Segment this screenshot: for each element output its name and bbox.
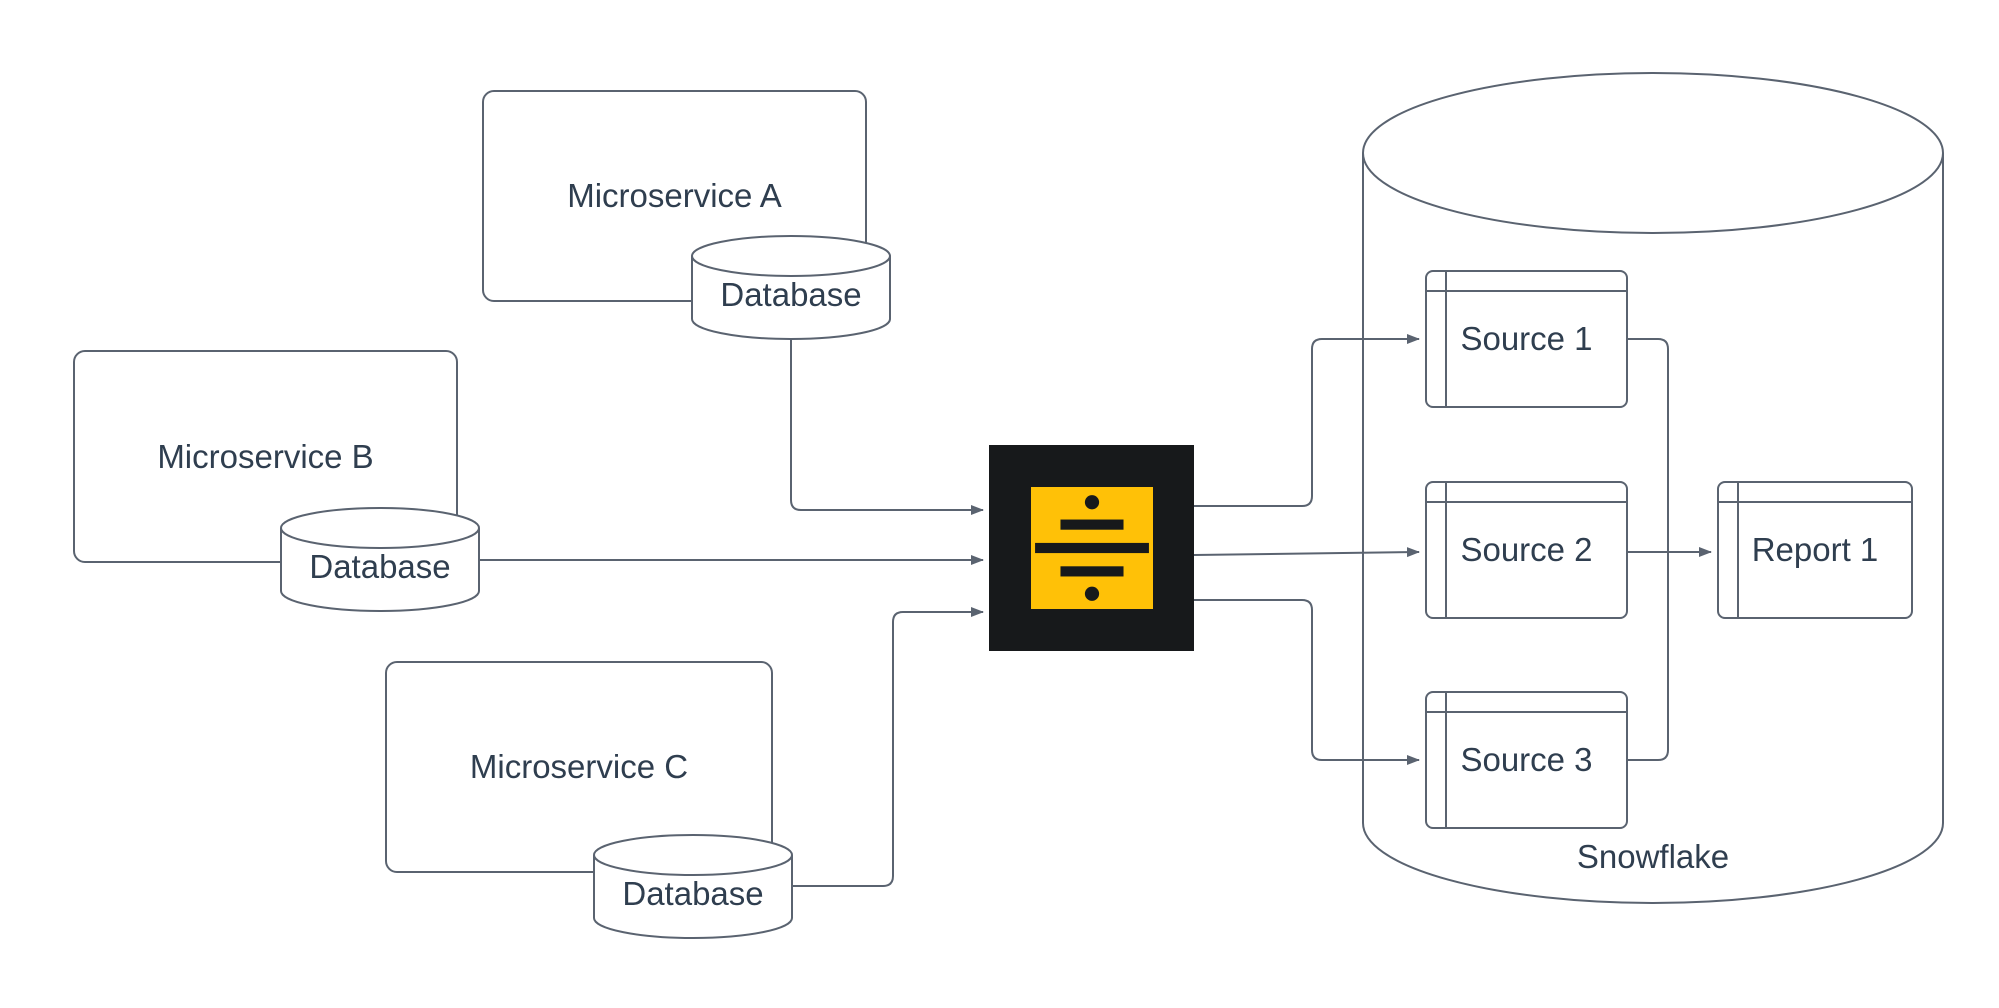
database-cylinder-shape [280,507,480,612]
internal-storage-left-line [1445,272,1447,406]
database-cylinder-shape [691,235,891,340]
node-microservice-a: Microservice A [482,90,867,302]
node-microservice-b: Microservice B [73,350,458,563]
node-label: Source 1 [1460,320,1593,357]
edge-etl-to-source-3 [1194,599,1420,765]
node-source-1: Source 1 [1425,270,1628,408]
edge-source-1-junction [1628,338,1669,552]
snowflake-label: Snowflake [1576,838,1730,875]
node-database-a: Database [691,235,891,340]
internal-storage-left-line [1445,693,1447,827]
edge-source-3-junction [1628,552,1669,761]
node-label: Source 3 [1460,741,1593,778]
edge-etl-to-source-2 [1193,547,1420,558]
node-label: Microservice A [567,177,782,214]
internal-storage-top-line [1427,711,1626,713]
node-label: Source 2 [1460,531,1593,568]
internal-storage-top-line [1719,501,1911,503]
edge-etl-to-source-1 [1194,334,1420,507]
node-label: Database [622,874,764,912]
internal-storage-top-line [1427,290,1626,292]
node-label: Microservice B [157,437,374,475]
node-source-3: Source 3 [1425,691,1628,829]
internal-storage-left-line [1445,483,1447,617]
edge-database-a-to-etl [790,340,984,515]
node-label: Database [309,547,451,585]
node-label: Database [720,275,862,313]
edge-database-c-to-etl [793,607,984,887]
node-database-b: Database [280,507,480,612]
database-cylinder-shape [593,834,793,939]
pipeline-icon [1030,487,1153,609]
node-label: Microservice C [469,748,689,785]
node-database-c: Database [593,834,793,939]
node-source-2: Source 2 [1425,481,1628,619]
internal-storage-top-line [1427,501,1626,503]
node-etl-tool [989,445,1194,651]
internal-storage-left-line [1737,483,1739,617]
node-report-1: Report 1 [1717,481,1913,619]
node-label: Report 1 [1751,531,1879,568]
